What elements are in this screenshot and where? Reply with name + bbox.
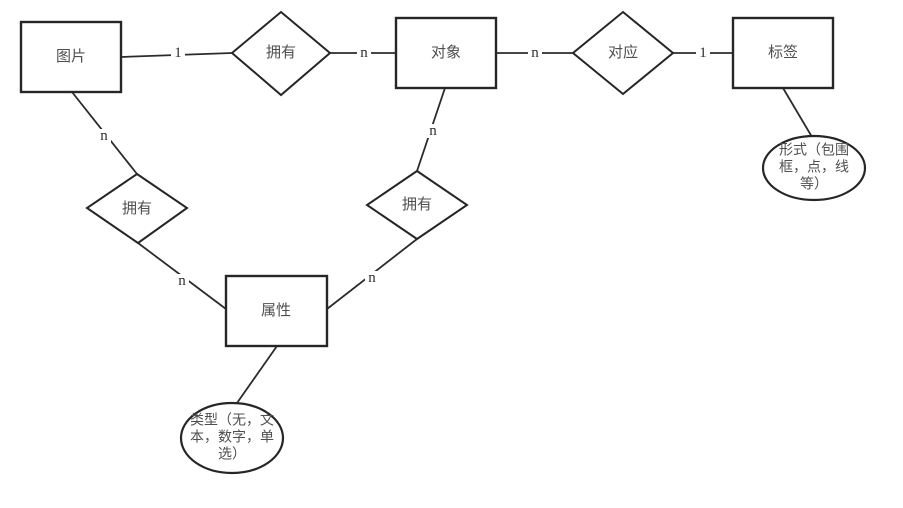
cardinality-bg bbox=[175, 274, 189, 288]
cardinality-bg bbox=[528, 46, 542, 60]
cardinality-image-has: 1 bbox=[174, 45, 182, 61]
cardinality-bg bbox=[426, 124, 440, 138]
relationship-corresponds-shape bbox=[571, 10, 675, 96]
relationship-has-mid: 拥有 bbox=[365, 169, 469, 241]
cardinality-labels: 1 n n 1 n n n n bbox=[97, 45, 710, 289]
cardinality-bg bbox=[696, 46, 710, 60]
entity-tag: 标签 bbox=[731, 16, 835, 90]
relationship-has-top-label: 拥有 bbox=[266, 44, 296, 61]
attribute-ellipse-form-line3: 等） bbox=[800, 176, 828, 193]
attribute-ellipse-form-line1: 形式（包围 bbox=[779, 143, 849, 159]
entity-object-box bbox=[394, 16, 498, 90]
cardinality-hasleft-attr: n bbox=[178, 273, 186, 289]
entity-image-box bbox=[19, 20, 123, 94]
cardinality-corr-tag: 1 bbox=[699, 45, 707, 61]
cardinality-has-object: n bbox=[360, 45, 368, 61]
entity-object: 对象 bbox=[394, 16, 498, 90]
entity-object-label: 对象 bbox=[431, 44, 461, 61]
cardinality-object-corr: n bbox=[531, 45, 539, 61]
cardinality-bg bbox=[97, 129, 111, 143]
entity-attribute-label: 属性 bbox=[261, 302, 291, 319]
attribute-ellipse-form: 形式（包围 框，点，线 等） bbox=[761, 134, 867, 202]
relationship-has-left: 拥有 bbox=[85, 172, 189, 245]
attribute-ellipse-type: 类型（无，文 本，数字，单 选） bbox=[179, 401, 285, 475]
cardinality-object-hasmid: n bbox=[429, 123, 437, 139]
relationship-has-top-shape bbox=[230, 10, 332, 97]
entity-attribute-box bbox=[224, 274, 329, 348]
attribute-ellipse-type-shape bbox=[179, 401, 285, 475]
cardinality-hasmid-attr: n bbox=[368, 270, 376, 286]
relationship-has-left-label: 拥有 bbox=[122, 200, 152, 217]
attribute-ellipse-form-shape bbox=[761, 134, 867, 202]
entity-tag-box bbox=[731, 16, 835, 90]
edge-attr-type bbox=[236, 345, 278, 404]
relationship-has-top: 拥有 bbox=[230, 10, 332, 97]
cardinality-bg bbox=[365, 271, 379, 285]
entity-tag-label: 标签 bbox=[768, 44, 798, 61]
relationship-has-mid-label: 拥有 bbox=[402, 196, 432, 213]
attribute-ellipse-form-line2: 框，点，线 bbox=[779, 160, 849, 176]
cardinality-image-hasleft: n bbox=[100, 128, 108, 144]
edge-tag-form bbox=[782, 87, 813, 138]
relationship-corresponds-label: 对应 bbox=[608, 43, 638, 61]
entity-image: 图片 bbox=[19, 20, 123, 94]
relationship-has-mid-shape bbox=[365, 169, 469, 241]
cardinality-bg bbox=[357, 46, 371, 60]
relationship-has-left-shape bbox=[85, 172, 189, 245]
entity-image-label: 图片 bbox=[56, 48, 86, 65]
entity-attribute: 属性 bbox=[224, 274, 329, 348]
attribute-ellipse-type-line1: 类型（无，文 bbox=[190, 413, 274, 429]
relationship-corresponds: 对应 bbox=[571, 10, 675, 96]
attribute-ellipse-type-line3: 选） bbox=[218, 447, 246, 463]
attribute-ellipse-type-line2: 本，数字，单 bbox=[190, 430, 274, 446]
edges bbox=[71, 52, 813, 404]
cardinality-bg bbox=[171, 46, 185, 60]
